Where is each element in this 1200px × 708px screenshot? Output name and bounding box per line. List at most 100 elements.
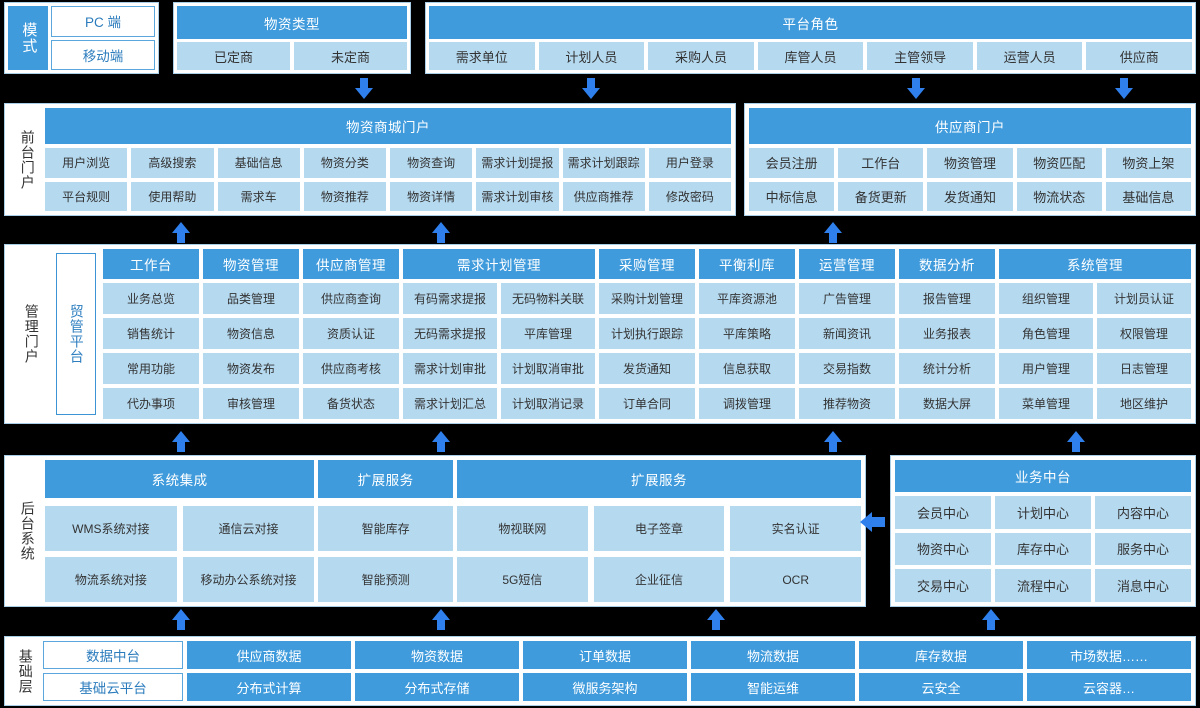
foundation-item[interactable]: 物流数据 [691, 641, 855, 669]
mgmt-group-item[interactable]: 物资发布 [203, 353, 299, 384]
backend-group-item[interactable]: 电子签章 [593, 506, 725, 551]
mgmt-group-item[interactable]: 数据大屏 [899, 388, 995, 419]
mall-portal-item[interactable]: 需求计划提报 [476, 148, 559, 178]
business-center-item[interactable]: 物资中心 [895, 532, 991, 566]
mgmt-group-header[interactable]: 系统管理 [999, 249, 1191, 279]
mode-mobile[interactable]: 移动端 [51, 39, 155, 70]
supplier-portal-item[interactable]: 物资上架 [1105, 148, 1192, 178]
mall-portal-item[interactable]: 物资分类 [303, 148, 386, 178]
mall-portal-item[interactable]: 需求车 [217, 181, 300, 211]
platform-role-item[interactable]: 采购人员 [648, 42, 754, 70]
mgmt-group-item[interactable]: 代办事项 [103, 388, 199, 419]
mgmt-group-item[interactable]: 有码需求提报 [403, 283, 497, 314]
backend-group-item[interactable]: 物流系统对接 [45, 557, 177, 602]
mgmt-group-item[interactable]: 菜单管理 [999, 388, 1093, 419]
business-center-item[interactable]: 消息中心 [1095, 569, 1191, 602]
mgmt-group-item[interactable]: 品类管理 [203, 283, 299, 314]
business-center-item[interactable]: 计划中心 [995, 496, 1091, 529]
mall-portal-item[interactable]: 需求计划审核 [476, 181, 559, 211]
mall-portal-item[interactable]: 物资查询 [390, 148, 473, 178]
mgmt-group-item[interactable]: 权限管理 [1097, 318, 1191, 349]
business-center-item[interactable]: 库存中心 [995, 532, 1091, 566]
business-center-item[interactable]: 交易中心 [895, 569, 991, 602]
backend-group-item[interactable]: 移动办公系统对接 [182, 557, 315, 602]
platform-role-item[interactable]: 主管领导 [867, 42, 973, 70]
mgmt-group-item[interactable]: 调拨管理 [699, 388, 795, 419]
mgmt-group-item[interactable]: 平库管理 [501, 318, 595, 349]
mgmt-group-header[interactable]: 采购管理 [599, 249, 695, 279]
mgmt-group-item[interactable]: 交易指数 [799, 353, 895, 384]
mgmt-group-item[interactable]: 地区维护 [1097, 388, 1191, 419]
supplier-portal-item[interactable]: 物流状态 [1016, 181, 1102, 211]
material-type-item[interactable]: 未定商 [294, 42, 407, 70]
foundation-item[interactable]: 供应商数据 [187, 641, 351, 669]
mgmt-group-item[interactable]: 无码物料关联 [501, 283, 595, 314]
mgmt-group-item[interactable]: 常用功能 [103, 353, 199, 384]
foundation-item[interactable]: 库存数据 [859, 641, 1023, 669]
mall-portal-item[interactable]: 物资推荐 [303, 181, 386, 211]
backend-group-header[interactable]: 扩展服务 [318, 460, 453, 498]
mgmt-group-header[interactable]: 物资管理 [203, 249, 299, 279]
supplier-portal-item[interactable]: 物资管理 [927, 148, 1013, 178]
mgmt-group-item[interactable]: 平库资源池 [699, 283, 795, 314]
platform-role-item[interactable]: 运营人员 [976, 42, 1083, 70]
backend-group-item[interactable]: 智能库存 [318, 506, 453, 551]
mgmt-group-header[interactable]: 数据分析 [899, 249, 995, 279]
mgmt-group-item[interactable]: 订单合同 [599, 388, 695, 419]
foundation-left-cell[interactable]: 基础云平台 [43, 673, 183, 701]
mall-portal-item[interactable]: 供应商推荐 [562, 181, 645, 211]
mgmt-group-item[interactable]: 日志管理 [1097, 353, 1191, 384]
mgmt-group-item[interactable]: 组织管理 [999, 283, 1093, 314]
supplier-portal-item[interactable]: 中标信息 [749, 181, 835, 211]
mgmt-group-item[interactable]: 业务报表 [899, 318, 995, 349]
foundation-item[interactable]: 物资数据 [355, 641, 519, 669]
mgmt-group-header[interactable]: 工作台 [103, 249, 199, 279]
mgmt-group-item[interactable]: 计划取消审批 [501, 353, 595, 384]
mgmt-group-item[interactable]: 推荐物资 [799, 388, 895, 419]
mgmt-group-header[interactable]: 供应商管理 [303, 249, 399, 279]
supplier-portal-item[interactable]: 基础信息 [1105, 181, 1192, 211]
business-center-item[interactable]: 会员中心 [895, 496, 991, 529]
mgmt-group-item[interactable]: 物资信息 [203, 318, 299, 349]
supplier-portal-item[interactable]: 发货通知 [927, 181, 1013, 211]
supplier-portal-item[interactable]: 物资匹配 [1016, 148, 1102, 178]
business-center-item[interactable]: 内容中心 [1095, 496, 1191, 529]
mgmt-group-item[interactable]: 报告管理 [899, 283, 995, 314]
business-center-item[interactable]: 服务中心 [1095, 532, 1191, 566]
mgmt-group-item[interactable]: 需求计划审批 [403, 353, 497, 384]
mgmt-group-item[interactable]: 备货状态 [303, 388, 399, 419]
mall-portal-item[interactable]: 物资详情 [390, 181, 473, 211]
mall-portal-item[interactable]: 使用帮助 [131, 181, 214, 211]
mgmt-group-item[interactable]: 业务总览 [103, 283, 199, 314]
mgmt-group-item[interactable]: 计划员认证 [1097, 283, 1191, 314]
mgmt-group-header[interactable]: 需求计划管理 [403, 249, 595, 279]
mgmt-group-item[interactable]: 无码需求提报 [403, 318, 497, 349]
supplier-portal-item[interactable]: 工作台 [838, 148, 924, 178]
mgmt-group-header[interactable]: 运营管理 [799, 249, 895, 279]
mall-portal-item[interactable]: 基础信息 [217, 148, 300, 178]
mgmt-group-item[interactable]: 资质认证 [303, 318, 399, 349]
backend-group-item[interactable]: 物视联网 [457, 506, 588, 551]
foundation-item[interactable]: 微服务架构 [523, 673, 687, 701]
mgmt-group-item[interactable]: 发货通知 [599, 353, 695, 384]
foundation-item[interactable]: 分布式计算 [187, 673, 351, 701]
platform-role-item[interactable]: 供应商 [1086, 42, 1193, 70]
foundation-item[interactable]: 分布式存储 [355, 673, 519, 701]
mall-portal-item[interactable]: 用户浏览 [45, 148, 128, 178]
mgmt-group-item[interactable]: 用户管理 [999, 353, 1093, 384]
business-center-item[interactable]: 流程中心 [995, 569, 1091, 602]
mall-portal-item[interactable]: 用户登录 [648, 148, 731, 178]
mgmt-group-item[interactable]: 审核管理 [203, 388, 299, 419]
backend-group-item[interactable]: 企业征信 [593, 557, 725, 602]
mode-pc[interactable]: PC 端 [51, 6, 155, 37]
mgmt-group-item[interactable]: 采购计划管理 [599, 283, 695, 314]
mall-portal-item[interactable]: 修改密码 [648, 181, 731, 211]
mgmt-group-item[interactable]: 计划执行跟踪 [599, 318, 695, 349]
mgmt-group-item[interactable]: 广告管理 [799, 283, 895, 314]
mgmt-group-item[interactable]: 新闻资讯 [799, 318, 895, 349]
foundation-item[interactable]: 市场数据…… [1027, 641, 1191, 669]
mgmt-group-item[interactable]: 角色管理 [999, 318, 1093, 349]
foundation-item[interactable]: 智能运维 [691, 673, 855, 701]
mgmt-group-item[interactable]: 供应商查询 [303, 283, 399, 314]
foundation-item[interactable]: 云容器… [1027, 673, 1191, 701]
